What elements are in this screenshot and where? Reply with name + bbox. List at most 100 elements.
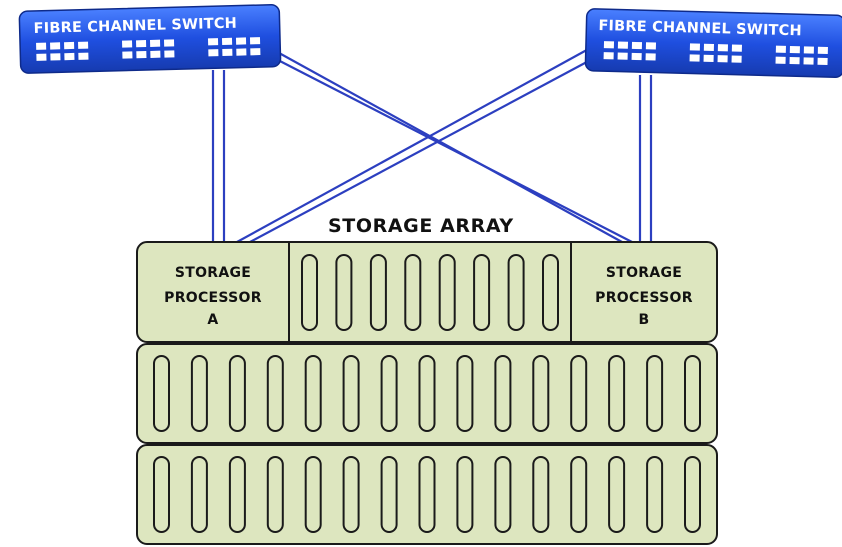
switch-label: FIBRE CHANNEL SWITCH bbox=[598, 18, 802, 39]
switch-port bbox=[164, 50, 175, 58]
switch-port bbox=[731, 44, 742, 52]
disk-slot bbox=[494, 456, 512, 533]
switch-port bbox=[250, 48, 261, 56]
disk-slot bbox=[190, 355, 208, 432]
fibre-channel-switch-right: FIBRE CHANNEL SWITCH bbox=[584, 8, 842, 78]
expansion-shelf-body bbox=[136, 343, 718, 444]
sp-b-line3: B bbox=[639, 312, 650, 328]
cable-right-switch-to-sp-a-1 bbox=[236, 45, 595, 243]
switch-port bbox=[36, 42, 47, 50]
disk-slot bbox=[404, 254, 422, 331]
disk-slot bbox=[418, 355, 436, 432]
sp-a-line2: PROCESSOR bbox=[164, 290, 262, 306]
disk-slot bbox=[507, 254, 525, 331]
switch-port bbox=[689, 54, 700, 62]
disk-slot bbox=[380, 355, 398, 432]
disk-slot bbox=[342, 355, 360, 432]
switch-port bbox=[631, 52, 642, 61]
sp-a-line1: STORAGE bbox=[175, 265, 251, 281]
switch-port bbox=[50, 42, 61, 50]
switch-port bbox=[235, 37, 247, 45]
switch-port bbox=[645, 53, 656, 61]
expansion-shelf-body bbox=[136, 444, 718, 545]
disk-slot bbox=[228, 355, 246, 432]
disk-slot bbox=[380, 456, 398, 533]
disk-slot bbox=[266, 456, 284, 533]
switch-port bbox=[603, 52, 614, 60]
switch-port bbox=[222, 48, 233, 57]
switch-port bbox=[689, 43, 701, 51]
disk-slot bbox=[608, 456, 626, 533]
switch-port bbox=[645, 42, 657, 50]
switch-port bbox=[221, 37, 233, 46]
switch-port bbox=[208, 49, 219, 57]
switch-port bbox=[36, 53, 47, 61]
expansion-shelf-1 bbox=[136, 343, 718, 444]
disk-slot bbox=[228, 456, 246, 533]
switch-port bbox=[136, 51, 147, 59]
disk-slot bbox=[266, 355, 284, 432]
disk-slot bbox=[684, 456, 701, 533]
switch-port bbox=[78, 41, 89, 49]
sp-a-line3: A bbox=[207, 312, 218, 328]
switch-port bbox=[122, 51, 133, 59]
disk-slot bbox=[684, 355, 701, 432]
switch-port bbox=[163, 39, 175, 47]
disk-slot bbox=[335, 254, 353, 331]
fibre-channel-switch-left: FIBRE CHANNEL SWITCH bbox=[18, 4, 282, 74]
switch-port bbox=[603, 41, 615, 49]
disk-slot bbox=[301, 254, 318, 331]
disk-slot bbox=[418, 456, 436, 533]
switch-port bbox=[817, 46, 828, 55]
disk-slot bbox=[494, 355, 512, 432]
switch-port bbox=[731, 55, 742, 63]
switch-port bbox=[617, 41, 629, 49]
controller-disk-bay bbox=[301, 254, 559, 331]
disk-slot bbox=[456, 355, 474, 432]
disk-slot bbox=[190, 456, 208, 533]
switch-port bbox=[717, 55, 728, 63]
disk-slot bbox=[456, 456, 474, 533]
disk-slot bbox=[570, 355, 588, 432]
disk-slot bbox=[473, 254, 491, 331]
switch-port bbox=[631, 41, 643, 50]
switch-port bbox=[249, 37, 261, 45]
switch-port bbox=[236, 48, 247, 56]
switch-port bbox=[803, 46, 814, 54]
expansion-shelf-2 bbox=[136, 444, 718, 545]
disk-slot bbox=[646, 355, 664, 432]
storage-processor-a: STORAGE PROCESSOR A bbox=[164, 265, 262, 328]
switch-port bbox=[122, 40, 133, 48]
shelf-2-disk-bay bbox=[153, 456, 701, 533]
storage-array-title: STORAGE ARRAY bbox=[328, 215, 514, 237]
disk-slot bbox=[542, 254, 559, 331]
switch-port bbox=[136, 40, 147, 48]
disk-slot bbox=[570, 456, 588, 533]
cable-right-switch-to-sp-a-2 bbox=[249, 55, 599, 243]
port-block-icon bbox=[36, 37, 261, 61]
switch-port bbox=[78, 52, 89, 60]
switch-port bbox=[50, 53, 61, 61]
disk-slot bbox=[646, 456, 664, 533]
disk-slot bbox=[153, 456, 170, 533]
switch-label: FIBRE CHANNEL SWITCH bbox=[33, 16, 237, 37]
switch-port bbox=[703, 43, 714, 52]
switch-port bbox=[717, 44, 728, 52]
disk-slot bbox=[532, 456, 550, 533]
storage-processor-b: STORAGE PROCESSOR B bbox=[595, 265, 693, 328]
switch-port bbox=[789, 46, 800, 54]
switch-port bbox=[207, 38, 219, 46]
switch-port bbox=[803, 57, 814, 65]
sp-b-line2: PROCESSOR bbox=[595, 290, 693, 306]
disk-slot bbox=[438, 254, 456, 331]
switch-port bbox=[64, 52, 75, 61]
switch-port bbox=[775, 45, 786, 53]
switch-port bbox=[775, 56, 786, 64]
switch-port bbox=[789, 57, 800, 65]
switch-port bbox=[150, 50, 161, 58]
switch-port bbox=[817, 57, 828, 66]
controller-shelf: STORAGE PROCESSOR A STORAGE PROCESSOR B bbox=[136, 241, 718, 343]
switch-port bbox=[703, 54, 714, 63]
switch-port bbox=[64, 41, 75, 50]
